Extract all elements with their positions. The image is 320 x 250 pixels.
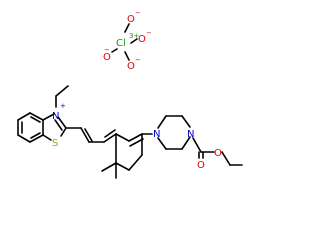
bond-n-c2 — [57, 116, 67, 129]
piperazine-carbamate-group: N N O O — [141, 115, 243, 171]
bond-chain-2-double — [84, 128, 93, 142]
oxygen-ester-label: O — [214, 148, 222, 159]
bond-pip-6 — [157, 137, 167, 150]
bond-chain-2 — [80, 127, 90, 143]
bond-benzene-inner-3 — [30, 116, 41, 123]
bond-n-carbonyl — [192, 137, 202, 153]
bond-methyl-left — [101, 162, 117, 172]
bond-s-c3a — [42, 134, 52, 141]
chemical-structure: Cl 3+ O − O − O − O − N + S — [17, 9, 243, 179]
oxygen-bottom-label: O — [127, 61, 135, 72]
nitrogen-benzothiazole-label: N — [52, 111, 59, 122]
nitrogen-piperazine-right-label: N — [187, 129, 194, 140]
bond-o-ethyl-1 — [221, 151, 231, 166]
oxygen-right-label: O — [138, 34, 146, 45]
oxygen-carbonyl-label: O — [197, 160, 205, 171]
bond-c2-s — [60, 127, 67, 137]
oxygen-top-charge: − — [135, 9, 141, 17]
bond-n-ethyl-2 — [55, 85, 69, 97]
chlorine-charge-label: 3+ — [129, 32, 139, 40]
oxygen-left-charge: − — [104, 46, 110, 54]
chlorine-atom-label: Cl — [116, 38, 126, 49]
bond-n-c2-double — [54, 119, 63, 131]
bond-benzene-1 — [17, 112, 31, 121]
bond-pip-3 — [181, 115, 191, 128]
cyclohexene-ring — [101, 133, 144, 179]
bond-benzene-4 — [29, 134, 44, 143]
bond-chain-4-double — [104, 129, 116, 138]
bond-c7a-n — [42, 113, 55, 121]
bond-pip-1 — [157, 115, 167, 129]
sulfur-benzothiazole-label: S — [52, 138, 58, 149]
bond-chain-4 — [103, 133, 117, 143]
polymethine-chain — [65, 127, 117, 143]
benzothiazolium-group: N + S — [17, 85, 69, 149]
bond-cl-o-bottom — [124, 51, 130, 61]
oxygen-bottom-charge: − — [135, 56, 141, 64]
bond-benzene-inner-2 — [30, 132, 41, 139]
bond-benzene-6 — [29, 112, 44, 121]
perchlorate-group: Cl 3+ O − O − O − O − — [103, 9, 152, 72]
nitrogen-positive-charge: + — [60, 102, 66, 110]
bond-ring-4 — [128, 154, 143, 171]
bond-pip-4 — [181, 136, 191, 150]
bond-cl-o-left — [111, 48, 118, 53]
bond-ring-1 — [115, 133, 130, 142]
bond-cl-o-top — [124, 23, 130, 33]
bond-ring-2 — [128, 133, 143, 142]
bond-cl-o-right — [130, 38, 138, 44]
oxygen-right-charge: − — [146, 29, 152, 37]
nitrogen-piperazine-left-label: N — [153, 129, 160, 140]
oxygen-top-label: O — [127, 14, 135, 25]
bond-benzene-3 — [17, 134, 31, 143]
bond-ring-5 — [115, 162, 130, 171]
bond-ring-2-double — [129, 138, 144, 147]
oxygen-left-label: O — [103, 52, 111, 63]
